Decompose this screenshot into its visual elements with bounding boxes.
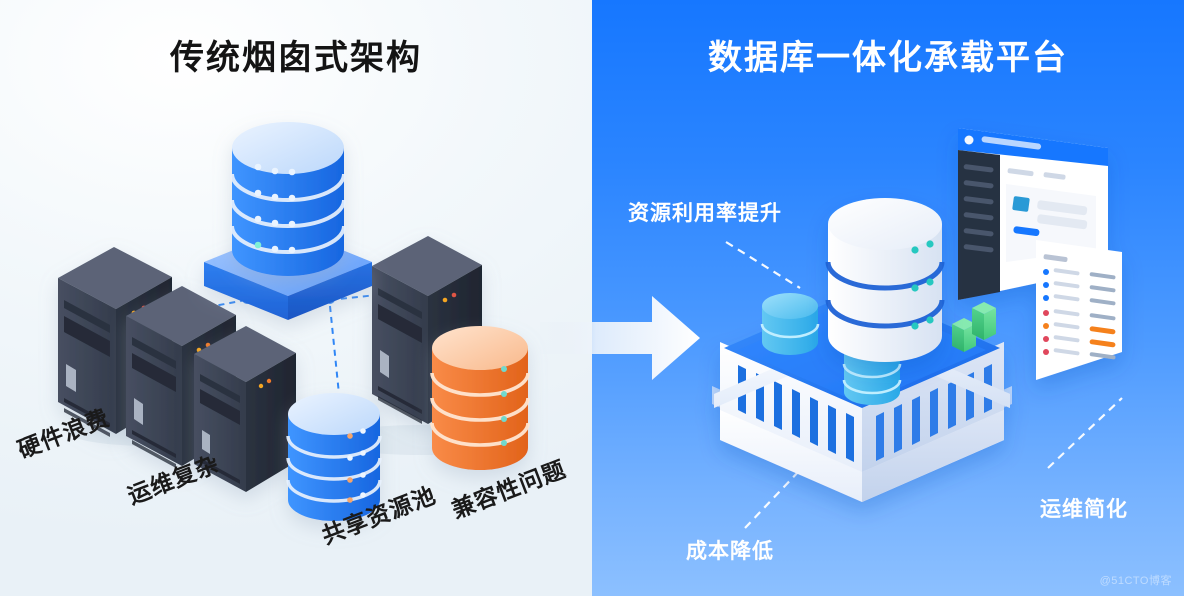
db-shared-dots	[347, 428, 366, 503]
server-tower-3	[194, 326, 296, 492]
label-cost-reduction: 成本降低	[686, 540, 774, 563]
transition-arrow	[540, 296, 700, 380]
right-panel-title: 数据库一体化承载平台	[708, 39, 1068, 77]
white-db-dots	[911, 240, 934, 330]
green-bar-chart	[952, 302, 996, 352]
label-resource-utilization: 资源利用率提升	[628, 202, 782, 225]
watermark: @51CTO博客	[1099, 575, 1172, 587]
dashboard-content-lines	[1007, 168, 1066, 180]
dashboard-list-panel	[1036, 240, 1122, 380]
db-top-dots	[254, 163, 296, 254]
db-orange-dots	[501, 366, 507, 446]
cyan-cylinder-left	[760, 293, 820, 355]
dashboard-cards	[1006, 184, 1096, 262]
callout-line-cost	[744, 469, 801, 529]
db-blue-top	[230, 122, 346, 276]
callout-lines	[725, 241, 1123, 529]
right-scene-group	[712, 128, 1123, 529]
dashboard-mockup	[958, 128, 1122, 380]
dashboard-sidebar-items	[963, 164, 994, 253]
dashboard-list-rows	[1043, 268, 1116, 360]
db-blue-shared	[286, 393, 382, 521]
db-orange	[430, 326, 530, 470]
left-panel-title: 传统烟囱式架构	[170, 39, 422, 77]
label-ops-simplification: 运维简化	[1040, 498, 1128, 521]
white-database-stack	[825, 198, 945, 362]
left-scene-group	[58, 122, 530, 521]
callout-line-ops	[1047, 397, 1123, 469]
callout-line-utilization	[725, 241, 801, 289]
